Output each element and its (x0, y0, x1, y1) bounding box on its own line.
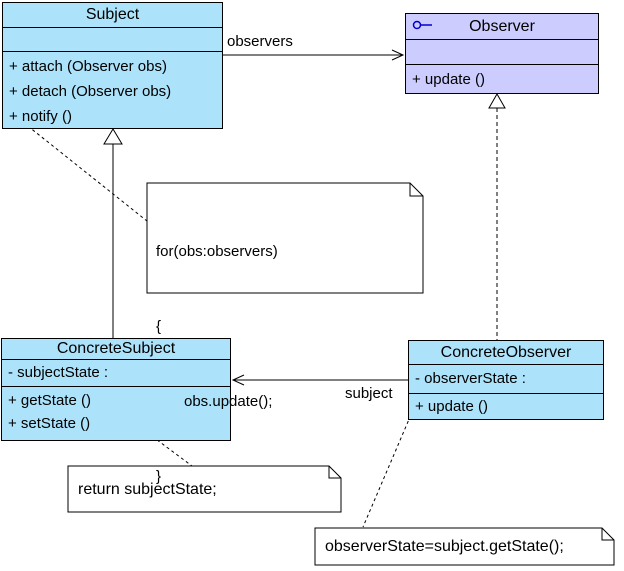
class-concrete-subject-name: ConcreteSubject (2, 339, 230, 360)
note-shape-return-state (67, 465, 342, 513)
class-observer-methods: + update () (406, 65, 598, 92)
class-subject[interactable]: Subject + attach (Observer obs) + detach… (2, 2, 223, 129)
note-line: } (156, 468, 162, 485)
class-concrete-observer-name: ConcreteObserver (409, 341, 603, 365)
class-subject-name: Subject (3, 3, 222, 28)
note-shape-observer-update (314, 527, 615, 566)
note-shape-update-loop (146, 182, 424, 294)
note-observer-update[interactable]: observerState=subject.getState(); (325, 538, 564, 555)
class-concrete-observer[interactable]: ConcreteObserver - observerState : + upd… (408, 340, 604, 420)
attribute-subject-state: - subjectState : (2, 360, 230, 387)
method-get-state: + getState () (8, 392, 91, 409)
association-label-subject: subject (345, 385, 393, 402)
association-observers-edge[interactable] (222, 49, 405, 61)
class-observer[interactable]: Observer + update () (405, 13, 599, 94)
note-line: for(obs:observers) (156, 243, 278, 260)
note-return-state[interactable]: return subjectState; (78, 480, 217, 498)
note-line: obs.update(); (184, 393, 273, 410)
note-line: { (156, 318, 162, 335)
association-subject-edge[interactable] (231, 374, 408, 386)
lollipop-interface-icon (412, 20, 432, 30)
method-detach: + detach (Observer obs) (9, 83, 172, 100)
realization-edge[interactable] (488, 92, 506, 340)
method-attach: + attach (Observer obs) (9, 58, 167, 75)
method-notify: + notify () (9, 108, 72, 125)
generalization-edge[interactable] (103, 128, 123, 338)
attribute-observer-state: - observerState : (409, 365, 603, 394)
class-concrete-subject[interactable]: ConcreteSubject - subjectState : + getSt… (1, 338, 231, 441)
note-update-loop[interactable]: for(obs:observers) { obs.update(); } (147, 183, 423, 485)
class-subject-methods: + attach (Observer obs) + detach (Observ… (3, 52, 222, 129)
method-update: + update () (412, 71, 485, 88)
method-update: + update () (415, 398, 488, 415)
class-concrete-subject-methods: + getState () + setState () (2, 387, 230, 435)
method-set-state: + setState () (8, 415, 91, 432)
note-link-getstate (108, 403, 193, 467)
class-observer-name: Observer (469, 18, 535, 35)
class-observer-attributes (406, 40, 598, 65)
class-observer-name-row: Observer (406, 14, 598, 40)
association-label-observers: observers (227, 33, 293, 50)
class-concrete-observer-methods: + update () (409, 394, 603, 419)
class-subject-attributes (3, 28, 222, 52)
